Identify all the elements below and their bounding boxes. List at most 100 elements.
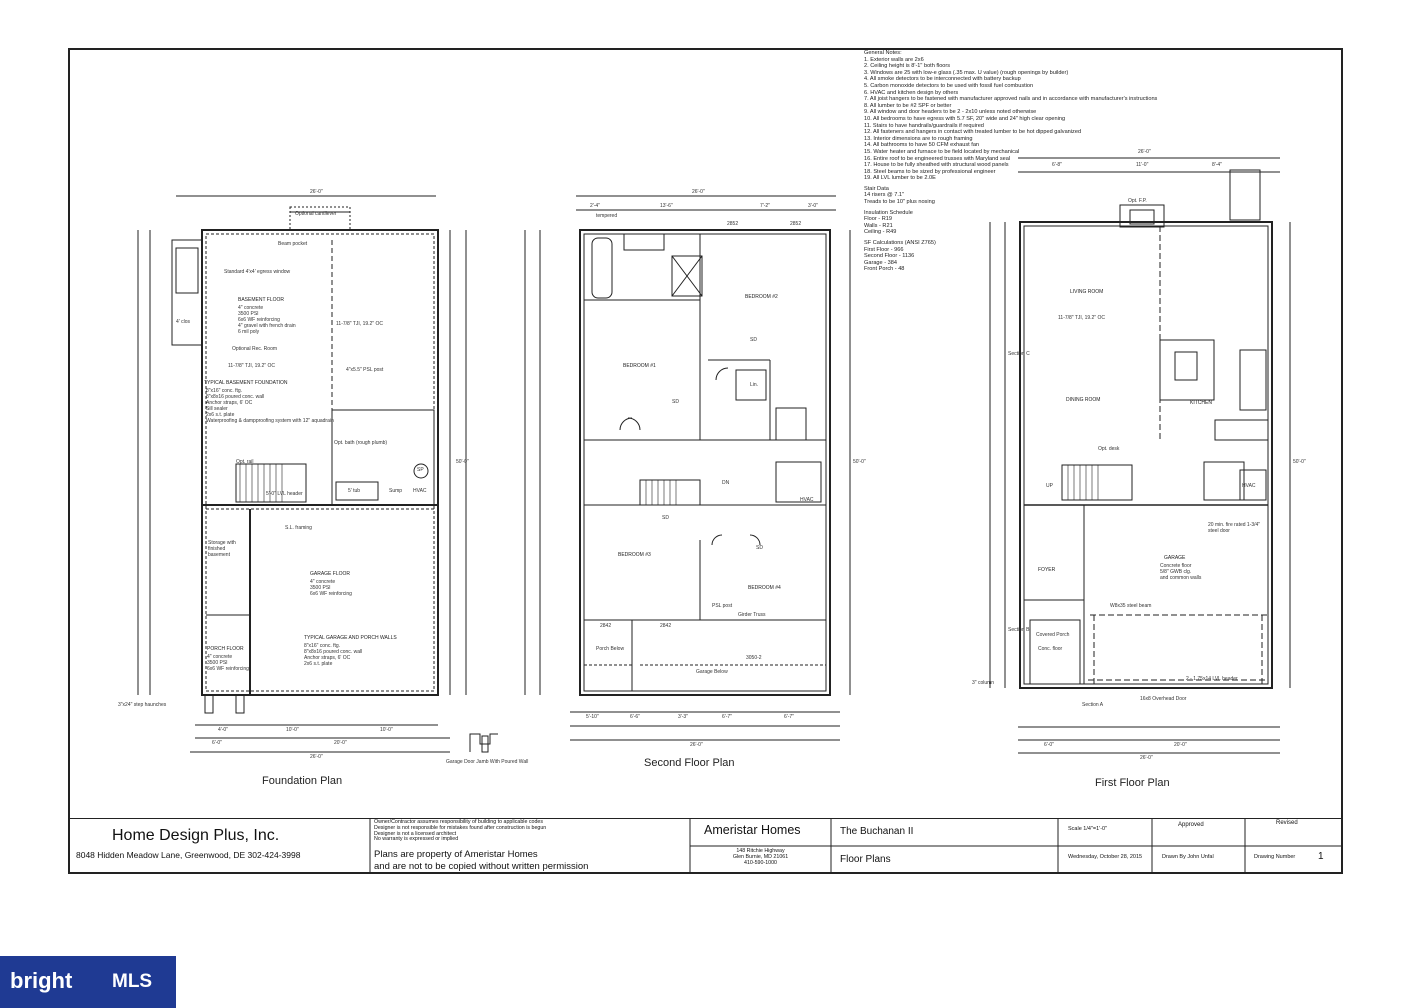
bedroom-1-label: Bedroom #1 [623,363,656,369]
typical-basement-spec-line-4: Sill sealer [206,406,228,412]
disclaimer-line-3: Designer is not a licensed architect [374,830,457,837]
second-floor-overall-width: 26'-0" [692,189,705,195]
typical-garage-spec-line-3: Anchor straps, 6' OC [304,655,351,661]
garage-door-jamb-detail [469,733,498,753]
general-note-5: 5. Carbon monoxide detectors to be used … [864,82,1034,89]
optional-rec-room-label: Optional Rec. Room [232,346,278,352]
basement-spec-line-4: 4" gravel with french drain [238,323,296,329]
girder-truss-label: Girder Truss [738,612,766,618]
general-note-18: 18. Steel beams to be sized by professio… [864,168,996,175]
tempered-label: tempered [596,213,618,219]
client-address-line-3: 410-590-1000 [744,860,777,867]
second-floor-bottom-dim-1: 5'-10" [586,714,599,720]
section-c-label: Section C [1008,351,1030,357]
basement-spec-line-3: 6x6 WF reinforcing [238,317,280,323]
opt-desk-label: Opt. desk [1098,446,1120,452]
foundation-overall-depth: 50'-0" [456,459,469,465]
bedroom-2-label: Bedroom #2 [745,294,778,300]
porch-floor-spec-line-1: 4" concrete [207,654,233,660]
basement-spec-line-5: 6 mil poly [238,329,260,335]
opt-bath-label: Opt. bath (rough plumb) [334,440,388,446]
sd-label-1: SD [750,337,757,343]
title-block-grid [68,818,1343,874]
first-floor-plan-title: First Floor Plan [1095,777,1170,789]
garage-below-label: Garage Below [696,669,728,675]
stair-data-item-1: 14 risers @ 7.1" [864,192,904,199]
opt-fp-label: Opt. F.P. [1128,198,1147,204]
sf-calc-item-4: Front Porch - 48 [864,266,905,273]
sump-label: Sump [389,488,403,494]
first-floor-bottom-dim-1: 6'-0" [1044,742,1054,748]
first-floor-hvac-label: HVAC [1242,483,1256,489]
step-haunches-label: 3"x24" step haunches [118,702,167,708]
client-address-line-2: Glen Burnie, MD 21061 [732,854,789,861]
typical-basement-spec: 8"x16" conc. ftg.8"x8x16 poured conc. wa… [206,388,334,424]
general-note-8: 8. All lumber to be #2 SPF or better [864,102,952,109]
second-floor-overall-depth: 50'-0" [853,459,866,465]
revised-label: Revised [1276,820,1298,826]
scale-label: Scale 1/4"=1'-0" [1068,826,1108,832]
garage-floor-spec-line-3: 6x6 WF reinforcing [310,591,352,597]
general-note-19: 19. All LVL lumber to be 2.0E [864,175,936,182]
insulation-heading: Insulation Schedule [864,209,913,216]
first-floor-bottom-dim-2: 20'-0" [1174,742,1187,748]
drawn-by-label: Drawn By John Unfal [1162,854,1214,860]
stair-data-item-2: Treads to be 10" plus nosing [864,199,935,206]
client-name: Ameristar Homes [704,823,801,837]
typical-garage-spec-line-4: 2x6 s.t. plate [304,661,333,667]
foundation-bottom-overall: 26'-0" [310,754,323,760]
column-label: 3" column [972,680,995,686]
sf-calc-item-2: Second Floor - 1136 [864,253,915,260]
typical-garage-spec: 8"x16" conc. ftg.8"x8x16 poured conc. wa… [304,643,362,667]
property-notice-line1: Plans are property of Ameristar Homes [374,849,538,860]
logo-suffix: MLS [112,971,153,992]
general-note-9: 9. All window and door headers to be 2 -… [864,109,1037,116]
general-note-11: 11. Stairs to have handrails/guardrails … [864,122,984,129]
first-floor-overall-depth: 50'-0" [1293,459,1306,465]
tub-label: 5' tub [348,488,361,494]
first-floor-top-dim-2: 11'-0" [1136,162,1149,168]
second-floor-top-dim-3: 7'-2" [760,203,770,209]
second-floor-hvac-label: HVAC [800,497,814,503]
first-floor-garage-spec-line-3: and common walls [1160,575,1202,581]
sd-label-2: SD [672,399,679,405]
porch-below-label: Porch Below [596,646,625,652]
stair-data-heading: Stair Data [864,185,889,192]
typical-garage-spec-line-1: 8"x16" conc. ftg. [304,643,341,649]
first-floor-garage-spec-line-2: 5/8" GWB clg. [1160,569,1192,575]
sf-calc-item-1: First Floor - 966 [864,246,904,253]
insulation-item-2: Walls - R21 [864,222,893,229]
general-note-10: 10. All bedrooms to have egress with 5.7… [864,115,1066,122]
lin-label: Lin. [750,382,759,388]
window-code-4: 2842 [660,623,672,629]
sl-framing-label: S.L. framing [285,525,312,531]
client-address-line-1: 148 Ritchie Highway [736,848,785,854]
second-floor-top-dim-4: 3'-0" [808,203,818,209]
garage-floor-label: Garage Floor [310,571,351,577]
typical-basement-label: Typical Basement Foundation [204,380,288,386]
first-floor-top-dim-3: 8'-4" [1212,162,1222,168]
foundation-bottom-dim-2: 20'-0" [334,740,347,746]
insulation-item-3: Ceiling - R49 [864,229,897,236]
project-name: The Buchanan II [840,826,914,837]
second-floor-bottom-dim-3: 3'-3" [678,714,688,720]
disclaimer-line-2: Designer is not responsible for mistakes… [374,824,547,831]
property-notice-line2: and are not to be copied without written… [374,861,589,872]
first-floor-plan [989,157,1291,754]
egress-window-label: Standard 4'x4' egress window [224,269,291,275]
typical-garage-spec-line-2: 8"x8x16 poured conc. wall [304,649,363,655]
steel-beam-label: W8x35 steel beam [1110,603,1152,609]
general-note-1: 1. Exterior walls are 2x6 [864,56,924,63]
window-code-1: 2852 [727,221,739,227]
foundation-plan [137,195,467,753]
date-label: Wednesday, October 28, 2015 [1068,854,1143,860]
basement-spec-line-2: 3500 PSI [238,311,259,317]
optional-cantilever-label: Optional cantilever [295,211,337,217]
sd-label-3: SD [662,515,669,521]
foundation-hvac-label: HVAC [413,488,427,494]
kitchen-label: Kitchen [1190,400,1212,406]
